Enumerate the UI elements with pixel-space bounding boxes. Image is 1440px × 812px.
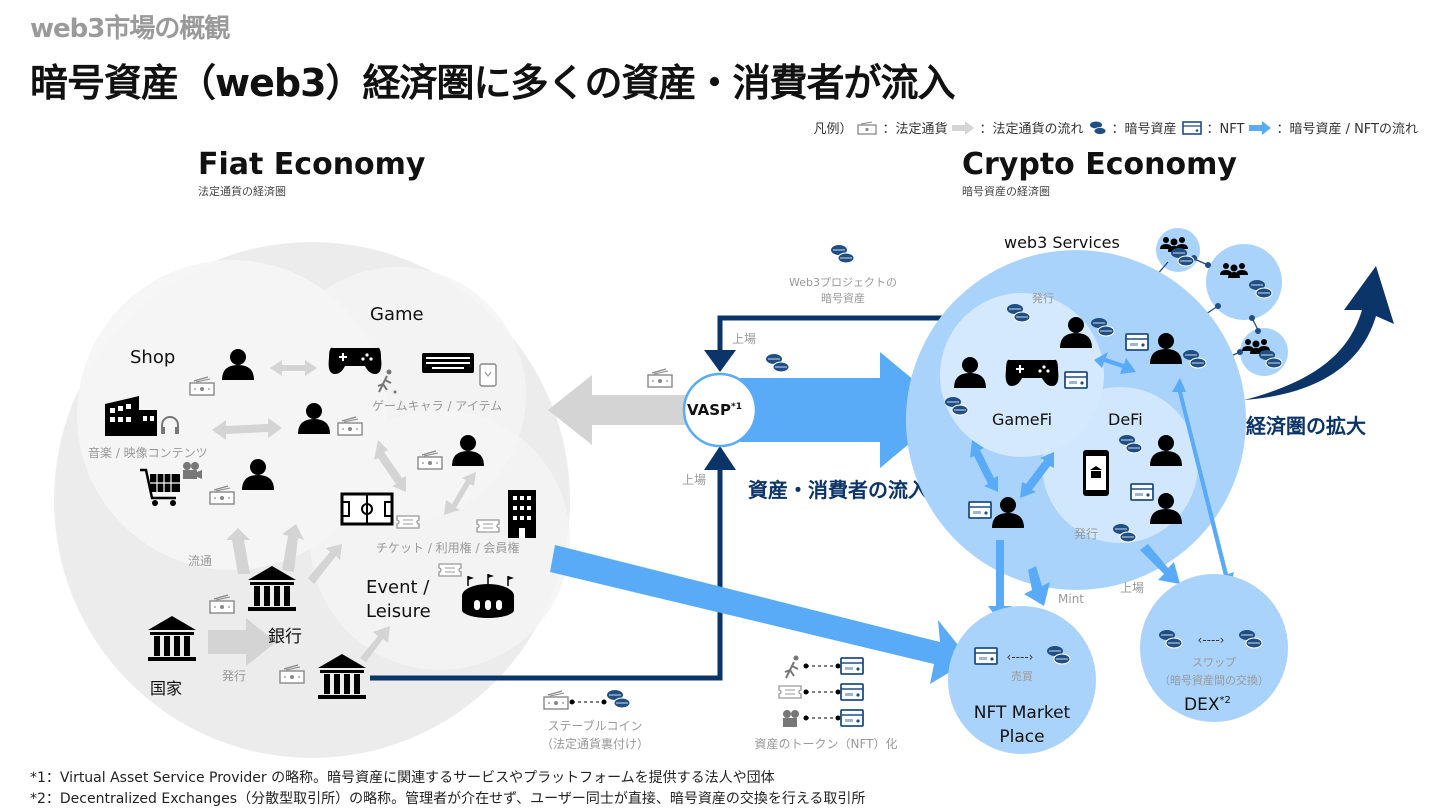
swap-label-1: スワップ — [1192, 656, 1236, 669]
nft-marketplace-circle — [948, 606, 1096, 754]
nft-card-icon — [1125, 333, 1149, 351]
crypto-flow-arrows — [970, 352, 1234, 622]
mint-label: Mint — [1058, 592, 1084, 606]
footnotes: *1：Virtual Asset Service Provider の略称。暗号… — [30, 768, 865, 810]
dex-label: DEX*2 — [1184, 695, 1231, 715]
vasp-node — [682, 372, 758, 448]
nft-card-icon — [1181, 120, 1202, 135]
ticket-icon — [438, 563, 462, 577]
stablecoin-label-1: ステーブルコイン — [547, 718, 642, 733]
expansion-arrow — [1244, 266, 1394, 400]
legend-prefix: 凡例） — [813, 122, 853, 137]
issue-label: 発行 — [222, 669, 246, 683]
listing-arrowhead-bottom — [704, 446, 736, 470]
nft-card-icon — [1130, 483, 1154, 501]
legend: 凡例） ：法定通貨 ：法定通貨の流れ ：暗号資産 ：NFT ：暗号資産 / NF… — [813, 118, 1418, 137]
nation-label: 国家 — [150, 679, 182, 698]
crypto-coins-icon — [830, 244, 855, 264]
exchange-arrow: ‹----› — [1198, 633, 1225, 647]
nft-marketplace-label-2: Place — [999, 727, 1044, 747]
swap-label-2: （暗号資産間の交換） — [1159, 673, 1269, 687]
crypto-coins-icon — [606, 689, 631, 709]
section-title: web3市場の概観 — [30, 14, 230, 44]
fiat-bill-icon — [857, 121, 878, 135]
game-label: Game — [370, 304, 424, 325]
tablet-icon — [479, 363, 497, 387]
crypto-coins-icon — [765, 353, 790, 373]
crypto-economy-subtitle: 暗号資産の経済圏 — [962, 184, 1050, 198]
crypto-coins-icon — [1089, 121, 1106, 135]
bank-label: 銀行 — [268, 627, 302, 647]
blue-arrow-icon — [1249, 120, 1272, 135]
legend-label-fiat: ：法定通貨 — [882, 122, 948, 137]
fiat-bill-icon — [647, 368, 673, 388]
listing-label-bottom: 上場 — [682, 473, 706, 487]
legend-label-fiat-flow: ：法定通貨の流れ — [979, 122, 1084, 137]
tickets-label: チケット / 利用権 / 会員権 — [376, 540, 519, 555]
arena-icon — [462, 574, 514, 618]
shop-building-icon — [105, 396, 157, 436]
circulation-label: 流通 — [188, 554, 212, 568]
ticket-icon — [476, 519, 500, 533]
project-to-vasp-line — [717, 315, 998, 354]
footnote-2: *2：Decentralized Exchanges（分散型取引所）の略称。管理… — [30, 791, 866, 807]
event-label-1: Event / — [366, 577, 430, 598]
inflow-label: 資産・消費者の流入 — [748, 478, 928, 502]
trade-label: 売買 — [1011, 670, 1033, 683]
shop-label: Shop — [130, 347, 175, 368]
vasp-label: VASP*1 — [687, 401, 742, 419]
legend-label-nft: ：NFT — [1206, 122, 1245, 137]
issue-label-top: 発行 — [1032, 291, 1054, 305]
crypto-economy-title: Crypto Economy — [962, 147, 1237, 182]
keyboard-icon — [422, 353, 474, 373]
listing-arrowhead-top — [704, 350, 736, 372]
nft-card-icon — [968, 501, 992, 519]
web3-project-assets-label-1: Web3プロジェクトの — [789, 276, 897, 289]
music-video-label: 音楽 / 映像コンテンツ — [88, 445, 208, 460]
shopping-cart-icon — [140, 468, 180, 506]
event-circle — [310, 410, 570, 670]
page-title: 暗号資産（web3）経済圏に多くの資産・消費者が流入 — [30, 61, 956, 105]
running-person-icon — [377, 369, 397, 394]
expansion-label: 経済圏の拡大 — [1246, 414, 1366, 438]
web3-services-label: web3 Services — [1004, 233, 1120, 252]
nft-card-icon — [974, 647, 998, 665]
nft-marketplace-label-1: NFT Market — [974, 703, 1071, 723]
web3-project-assets-label-2: 暗号資産 — [821, 291, 865, 305]
dex-circle — [1140, 574, 1288, 722]
game-items-label: ゲームキャラ / アイテム — [372, 399, 502, 413]
tokenization-group — [778, 655, 864, 727]
legend-label-crypto: ：暗号資産 — [1111, 122, 1177, 137]
event-label-2: Leisure — [366, 601, 431, 622]
headphones-icon — [161, 416, 179, 434]
fiat-to-nft-arrow — [550, 545, 970, 684]
gamefi-label: GameFi — [992, 410, 1052, 429]
mobile-bank-icon — [1083, 450, 1109, 496]
issue-label-defi: 発行 — [1074, 527, 1098, 541]
exchange-arrow: ‹----› — [1007, 650, 1034, 664]
defi-label: DeFi — [1108, 410, 1143, 429]
listing-label-dex: 上場 — [1120, 581, 1144, 595]
ticket-icon — [396, 515, 420, 529]
inflow-arrow — [740, 352, 950, 468]
fiat-economy-subtitle: 法定通貨の経済圏 — [198, 184, 286, 198]
nft-card-icon — [1064, 371, 1088, 389]
fiat-economy-title: Fiat Economy — [198, 147, 426, 182]
movie-camera-icon — [183, 462, 202, 479]
stablecoin-label-2: （法定通貨裏付け） — [541, 736, 649, 751]
legend-label-crypto-flow: ：暗号資産 / NFTの流れ — [1276, 122, 1418, 137]
office-building-icon — [508, 490, 536, 538]
stadium-field-icon — [340, 492, 394, 526]
fiat-bill-icon — [543, 690, 569, 710]
tokenize-label: 資産のトークン（NFT）化 — [755, 736, 898, 751]
listing-label-top: 上場 — [732, 332, 756, 346]
bank-to-vasp-line — [370, 466, 723, 681]
footnote-1: *1：Virtual Asset Service Provider の略称。暗号… — [30, 770, 775, 786]
gray-arrow-icon — [952, 120, 975, 135]
community-circle-large — [1206, 244, 1282, 320]
fiat-flow-arrows — [208, 360, 700, 666]
